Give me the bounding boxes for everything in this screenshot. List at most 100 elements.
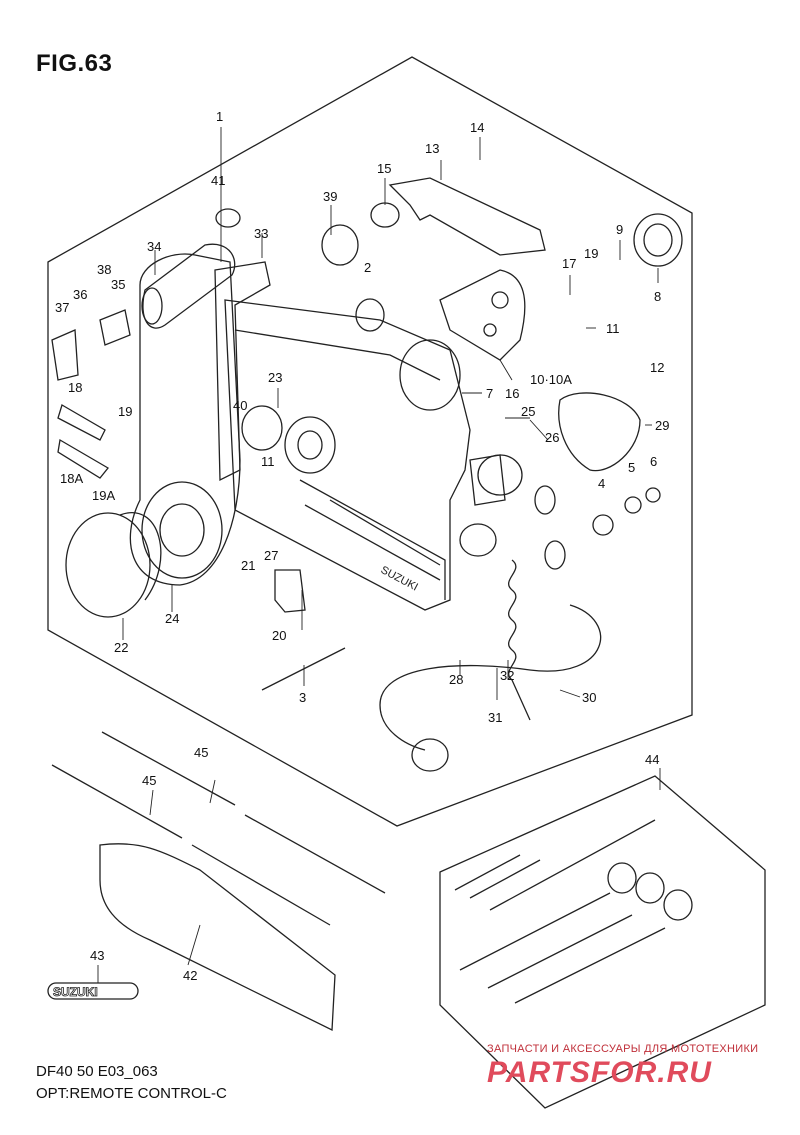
watermark-text: ЗАПЧАСТИ И АКСЕССУАРЫ ДЛЯ МОТОТЕХНИКИ — [487, 1043, 759, 1055]
callout-18a: 18A — [60, 471, 83, 486]
cam-plate — [439, 269, 526, 361]
washer-5 — [624, 496, 642, 514]
callout-18: 18 — [68, 380, 82, 395]
callout-17: 17 — [562, 256, 576, 271]
neutral-switch-assembly — [241, 405, 336, 474]
callout-1: 1 — [216, 109, 223, 124]
strap-3 — [489, 819, 656, 911]
stop-switch — [459, 523, 497, 557]
callout-29: 29 — [655, 418, 669, 433]
figure-name: OPT:REMOTE CONTROL-C — [36, 1085, 227, 1102]
bracket-20 — [274, 569, 306, 613]
spacer-1 — [607, 862, 637, 894]
callout-19-left: 19 — [118, 404, 132, 419]
callout-6: 6 — [650, 454, 657, 469]
lever-bracket — [214, 261, 271, 482]
spacer-3 — [663, 889, 693, 921]
figure-code: DF40 50 E03_063 — [36, 1063, 158, 1080]
callout-28: 28 — [449, 672, 463, 687]
callout-42: 42 — [183, 968, 197, 983]
callout-25: 25 — [521, 404, 535, 419]
callout-37: 37 — [55, 300, 69, 315]
callout-33: 33 — [254, 226, 268, 241]
trim-plate — [99, 843, 336, 1032]
cable-45d — [191, 844, 331, 926]
callout-2: 2 — [364, 260, 371, 275]
bolt-kit-1 — [459, 892, 611, 971]
callout-27: 27 — [264, 548, 278, 563]
knob-18 — [57, 404, 106, 441]
bushing-2 — [355, 298, 385, 332]
shift-arm — [388, 177, 546, 256]
friction-plate — [399, 339, 461, 411]
leader-lines — [97, 127, 661, 983]
callout-36: 36 — [73, 287, 87, 302]
callout-26: 26 — [545, 430, 559, 445]
callout-14: 14 — [470, 120, 484, 135]
cable-45c — [244, 814, 386, 894]
ring-8-inner — [643, 223, 673, 257]
callout-9: 9 — [616, 222, 623, 237]
callout-12: 12 — [650, 360, 664, 375]
strap-1 — [454, 854, 521, 891]
watermark-logo: PARTSFOR.RU — [487, 1056, 712, 1089]
strap-2 — [469, 859, 541, 899]
cable-45b — [51, 764, 183, 839]
bolt-kit-3 — [514, 927, 666, 1004]
callout-15: 15 — [377, 161, 391, 176]
emblem-brand-text: SUZUKI — [53, 985, 98, 999]
trim-switch-cover — [558, 392, 641, 472]
callout-45-upper: 45 — [194, 745, 208, 760]
ring-8 — [633, 213, 683, 267]
figure-title: FIG.63 — [36, 50, 113, 77]
wiring-harness — [379, 604, 602, 751]
spacer-2 — [635, 872, 665, 904]
callout-8: 8 — [654, 289, 661, 304]
callout-19: 19 — [584, 246, 598, 261]
callout-11-left: 11 — [261, 454, 275, 469]
control-box-housing — [224, 299, 471, 611]
callout-7: 7 — [486, 386, 493, 401]
bushing-41 — [215, 208, 241, 228]
callout-45-lower: 45 — [142, 773, 156, 788]
grommet-4 — [592, 514, 614, 536]
callout-32: 32 — [500, 668, 514, 683]
callout-16: 16 — [505, 386, 519, 401]
emblem-plate — [47, 982, 139, 1000]
callout-21: 21 — [241, 558, 255, 573]
callout-13: 13 — [425, 141, 439, 156]
callout-43: 43 — [90, 948, 104, 963]
callout-30: 30 — [582, 690, 596, 705]
callout-38: 38 — [97, 262, 111, 277]
callout-44: 44 — [645, 752, 659, 767]
switch-37 — [51, 329, 79, 381]
callout-31: 31 — [488, 710, 502, 725]
lanyard-coil — [508, 559, 531, 721]
switch-35 — [99, 309, 131, 346]
harness-connector — [411, 738, 449, 772]
callout-24: 24 — [165, 611, 179, 626]
handle-grip — [141, 243, 236, 329]
callout-40: 40 — [233, 398, 247, 413]
callout-11-right: 11 — [606, 321, 620, 336]
callout-3: 3 — [299, 690, 306, 705]
control-lever-arm — [129, 253, 241, 586]
knob-18a — [57, 438, 109, 479]
callout-41: 41 — [211, 173, 225, 188]
callout-labels: 1 41 14 13 15 39 9 8 33 3 4 2 17 19 11 38… — [55, 109, 669, 983]
callout-5: 5 — [628, 460, 635, 475]
callout-19a: 19A — [92, 488, 115, 503]
bolt-kit-2 — [487, 914, 633, 989]
bushing-15 — [370, 202, 400, 228]
kit-boundary-hardware — [439, 775, 766, 1109]
ignition-switch — [469, 454, 566, 570]
callout-4: 4 — [598, 476, 605, 491]
washer-39 — [321, 224, 359, 266]
nut-6 — [645, 487, 661, 503]
callout-39: 39 — [323, 189, 337, 204]
callout-23: 23 — [268, 370, 282, 385]
callout-35: 35 — [111, 277, 125, 292]
callout-20: 20 — [272, 628, 286, 643]
long-bolt-3 — [261, 647, 346, 691]
